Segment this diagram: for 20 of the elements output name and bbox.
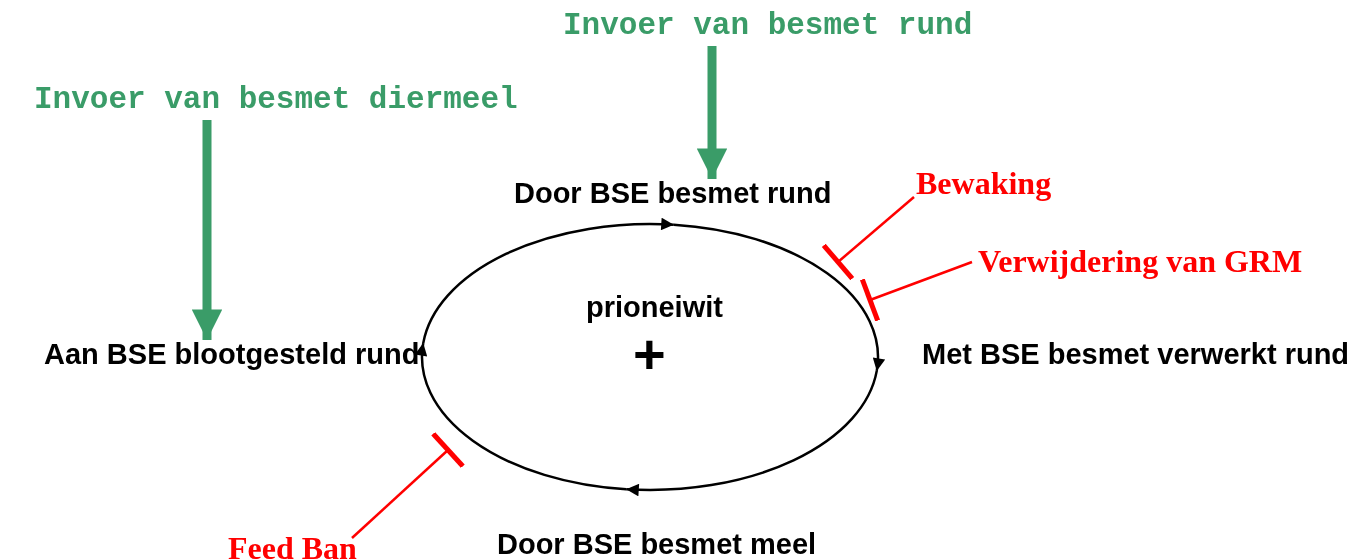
arrow xyxy=(416,343,627,491)
arrow xyxy=(191,120,223,340)
plus-sign: + xyxy=(633,326,666,382)
node-label: Invoer van besmet rund xyxy=(563,8,973,43)
arrow xyxy=(626,370,878,496)
arrow xyxy=(422,218,674,344)
inhibition-line xyxy=(351,431,466,539)
center-label: prioneiwit xyxy=(586,293,723,322)
node-label: Verwijdering van GRM xyxy=(978,243,1303,279)
node-label: Invoer van besmet diermeel xyxy=(34,82,518,117)
node-label: Door BSE besmet rund xyxy=(514,177,832,209)
node-label: Feed Ban xyxy=(228,530,357,559)
node-label: Met BSE besmet verwerkt rund xyxy=(922,338,1350,370)
node-label: Bewaking xyxy=(916,165,1052,201)
inhibition-line xyxy=(821,196,915,282)
node-label: Door BSE besmet meel xyxy=(497,528,817,559)
inhibition-line xyxy=(859,260,973,324)
arrow xyxy=(673,223,884,371)
node-label: Aan BSE blootgesteld rund xyxy=(44,338,420,370)
arrow xyxy=(696,46,728,179)
